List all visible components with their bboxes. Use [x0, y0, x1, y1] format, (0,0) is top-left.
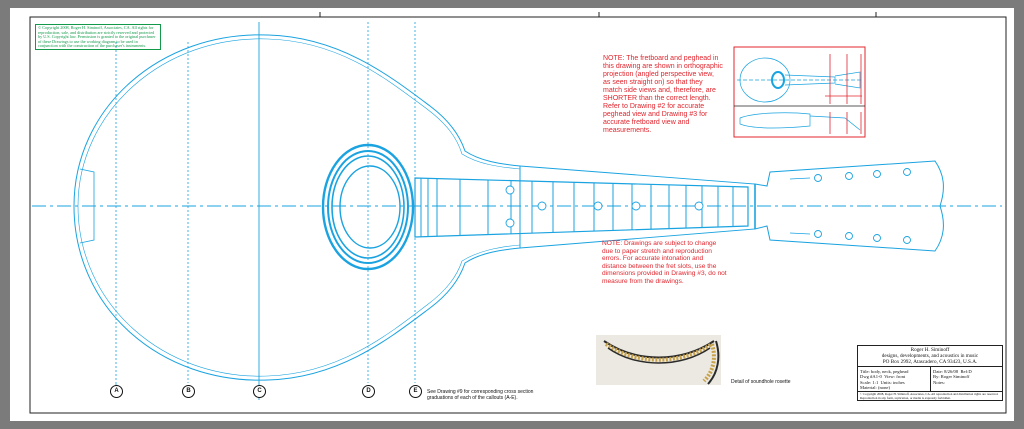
title-drawing-row: Dwg #A1-0 View: front	[860, 374, 930, 379]
position-marker-dot	[593, 201, 603, 211]
inset-neck	[784, 74, 836, 86]
title-date-row: Date: 8/26/08 Ref:D	[933, 369, 1001, 374]
title-block-footer: © Copyright 2008, Roger H. Siminoff, Ass…	[858, 391, 1002, 401]
title-block-right: Date: 8/26/08 Ref:D By: Roger Siminoff N…	[933, 369, 1001, 385]
title-units: Units: inches	[880, 379, 905, 385]
inset-frame	[733, 46, 866, 138]
position-marker-dot	[537, 201, 547, 211]
callout-a: A	[110, 385, 123, 398]
tuner-post	[903, 168, 911, 176]
peghead-outline	[754, 160, 944, 252]
rosette-outer	[321, 143, 415, 271]
position-marker-dot	[631, 201, 641, 211]
callout-b: B	[182, 385, 195, 398]
position-marker-dot	[505, 218, 515, 228]
position-marker-dot	[505, 185, 515, 195]
rosette-ring	[331, 155, 405, 259]
tuner-shaft	[789, 177, 811, 180]
body-binding	[267, 38, 521, 170]
tuner-post	[845, 232, 853, 240]
title-block: Roger H. Siminoff designs, developments,…	[857, 345, 1003, 401]
tuner-shaft	[789, 232, 811, 235]
body-outline	[73, 34, 521, 381]
title-ref: Ref:D	[960, 369, 972, 374]
position-marker-dot	[694, 201, 704, 211]
sheet-border	[29, 16, 1007, 414]
inset-peghead	[834, 71, 861, 89]
title-view: View: front	[884, 374, 906, 380]
tuner-post	[845, 172, 853, 180]
cross-section-note: See Drawing #9 for corresponding cross s…	[427, 389, 534, 401]
callout-e: E	[409, 385, 422, 398]
drawing-change-note: NOTE: Drawings are subject to change due…	[602, 240, 727, 285]
title-author: Roger H. Siminoff	[910, 347, 950, 353]
rosette-detail-image	[603, 340, 720, 385]
tuner-post	[814, 230, 822, 238]
callout-d: D	[362, 385, 375, 398]
title-tagline: designs, developments, and acoustics in …	[881, 352, 979, 359]
tuner-posts	[814, 168, 911, 244]
title-block-divider	[930, 367, 931, 391]
position-markers	[505, 185, 704, 228]
title-scale: Scale: 1:1	[860, 379, 879, 385]
inset-side-neck	[809, 115, 861, 131]
copyright-notice: © Copyright 2008, Roger H. Siminoff, Ass…	[35, 24, 161, 50]
title-block-left: Title: body, neck, peghead Dwg #A1-0 Vie…	[860, 369, 930, 391]
title-drawing-number: Dwg #A1-0	[860, 374, 882, 380]
body-binding	[77, 38, 521, 377]
fretboard-note: NOTE: The fretboard and peghead in this …	[603, 55, 723, 134]
callout-c: C	[253, 385, 266, 398]
inset-body	[739, 57, 791, 103]
tuner-post	[873, 170, 881, 178]
title-address: PO Box 2992, Atascadero, CA 93423, U.S.A…	[882, 358, 978, 365]
rosette-detail-photo	[596, 335, 721, 385]
tuner-post	[814, 174, 822, 182]
tailpiece-outline	[79, 168, 95, 244]
title-date: Date: 8/26/08	[933, 369, 959, 374]
mandolin-plan-drawing	[29, 12, 1007, 414]
rosette-ring	[327, 150, 409, 264]
drawing-sheet: © Copyright 2008, Roger H. Siminoff, Ass…	[10, 8, 1014, 421]
title-block-header: Roger H. Siminoff designs, developments,…	[858, 346, 1002, 367]
title-drawing-title: Title: body, neck, peghead	[860, 369, 909, 374]
inset-soundhole	[771, 71, 785, 89]
inset-side-body	[739, 112, 811, 129]
title-scale-row: Scale: 1:1 Units: inches	[860, 380, 930, 385]
tuner-post	[903, 236, 911, 244]
inset-thumbnail	[733, 46, 866, 138]
tuner-post	[873, 234, 881, 242]
title-material: Material: (none)	[860, 385, 890, 391]
soundhole	[339, 165, 401, 249]
title-notes-label: Notes:	[933, 379, 945, 385]
title-by: By: Roger Siminoff	[933, 374, 970, 380]
detail-caption: Detail of soundhole rosette	[731, 379, 791, 385]
